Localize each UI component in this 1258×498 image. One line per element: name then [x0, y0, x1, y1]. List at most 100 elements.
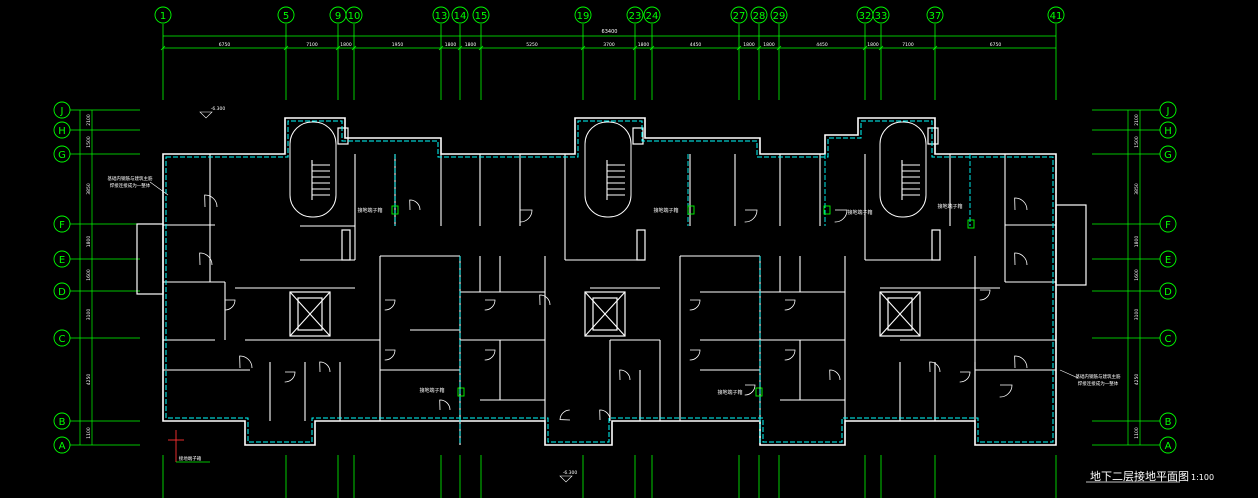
axis-label: 29: [773, 11, 786, 22]
elevator-car: [887, 297, 913, 331]
door-swing: [999, 384, 1013, 398]
axis-bubble: [1159, 329, 1177, 347]
dim-tick: [776, 45, 782, 51]
door-swing: [1014, 197, 1028, 211]
door-swing: [929, 361, 941, 373]
axis-label: 10: [348, 11, 361, 22]
axis-label: E: [1165, 255, 1171, 266]
dim-side-segment: 1100: [86, 427, 92, 439]
door-swing: [689, 349, 701, 361]
door-swing: [619, 369, 631, 381]
note-left: 基础内钢筋与建筑主筋: [108, 175, 153, 182]
door-swing: [484, 349, 496, 361]
axis-label: B: [59, 417, 66, 428]
dim-side-segment: 1600: [1134, 269, 1140, 281]
axis-bubble: [472, 6, 490, 24]
elevator-car: [297, 297, 323, 331]
axis-label: D: [58, 287, 66, 298]
axis-label: 13: [435, 11, 448, 22]
elevator-shaft: [289, 291, 331, 337]
axis-label: J: [60, 106, 64, 117]
axis-label: F: [1165, 220, 1171, 231]
axis-label: 24: [646, 11, 659, 22]
axis-label: A: [1165, 441, 1172, 452]
annotations: 接地端子箱接地端子箱接地端子箱接地端子箱接地端子箱接地端子箱基础内钢筋与建筑主筋…: [108, 106, 1180, 483]
elevation-top: -6.300: [211, 106, 226, 112]
elevation-marker: [559, 475, 573, 483]
note-right: 基础内钢筋与建筑主筋: [1076, 373, 1121, 380]
dim-segment: 3700: [603, 42, 615, 48]
axis-bubble: [53, 412, 71, 430]
axis-label: H: [1164, 126, 1172, 137]
door-swing: [539, 294, 551, 306]
elevation-bottom: -6.300: [563, 470, 578, 476]
duct-shaft: [341, 229, 351, 261]
duct-shaft: [636, 229, 646, 261]
door-swing: [519, 209, 533, 223]
axis-bubble: [53, 145, 71, 163]
dim-side-segment: 4250: [86, 374, 92, 386]
door-swing: [784, 299, 796, 311]
dim-tick: [932, 45, 938, 51]
axis-label: 1: [160, 11, 166, 22]
scale-text: 1:100: [1191, 473, 1215, 482]
dim-tick: [335, 45, 341, 51]
door-swing: [1014, 252, 1028, 266]
ground-terminal: [687, 205, 695, 215]
axis-label: 37: [929, 11, 942, 22]
axis-label: B: [1165, 417, 1172, 428]
dim-segment: 1800: [763, 42, 775, 48]
dim-side-segment: 3850: [1134, 183, 1140, 195]
door-swing: [284, 371, 296, 383]
axis-bubble: [53, 436, 71, 454]
door-swing: [959, 371, 971, 383]
dim-segment: 4450: [690, 42, 702, 48]
axis-bubble: [872, 6, 890, 24]
door-swing: [199, 252, 213, 266]
axis-label: F: [59, 220, 65, 231]
door-swing: [1014, 355, 1028, 369]
axis-label: D: [1164, 287, 1172, 298]
axis-label: G: [58, 150, 66, 161]
door-swing: [439, 399, 451, 411]
dim-tick: [438, 45, 444, 51]
floor-plan: [136, 117, 1087, 446]
dim-tick: [736, 45, 742, 51]
dim-segment: 1950: [392, 42, 404, 48]
axis-label: E: [59, 255, 65, 266]
door-swing: [384, 299, 396, 311]
dim-side-segment: 4250: [1134, 374, 1140, 386]
duct-shaft: [632, 127, 644, 145]
ground-terminal-label: 接地端子箱: [717, 389, 742, 396]
axis-bubble: [1047, 6, 1065, 24]
dim-side-segment: 1800: [1134, 236, 1140, 248]
axis-bubble: [277, 6, 295, 24]
door-swing: [689, 299, 701, 311]
axis-label: 33: [875, 11, 888, 22]
door-swing: [744, 209, 758, 223]
dim-segment: 4450: [816, 42, 828, 48]
ground-terminal-label: 接地端子箱: [937, 203, 962, 210]
ground-terminal: [755, 387, 763, 397]
elevator-x: [584, 291, 626, 337]
axis-bubble: [1159, 436, 1177, 454]
ground-terminal-label: 接地端子箱: [847, 209, 872, 216]
dim-tick: [160, 45, 166, 51]
ground-terminal: [823, 205, 831, 215]
axis-bubble: [53, 282, 71, 300]
door-swing: [484, 299, 496, 311]
axis-bubble: [53, 101, 71, 119]
dim-side-segment: 1500: [86, 136, 92, 148]
axis-bubble: [1159, 145, 1177, 163]
duct-shaft: [337, 127, 349, 145]
axis-bubble: [730, 6, 748, 24]
door-swing: [599, 409, 611, 421]
axis-label: C: [1165, 334, 1172, 345]
axis-bubble: [53, 121, 71, 139]
dim-overall: 63400: [602, 29, 618, 35]
dim-side-segment: 2100: [86, 114, 92, 126]
door-swing: [224, 299, 236, 311]
